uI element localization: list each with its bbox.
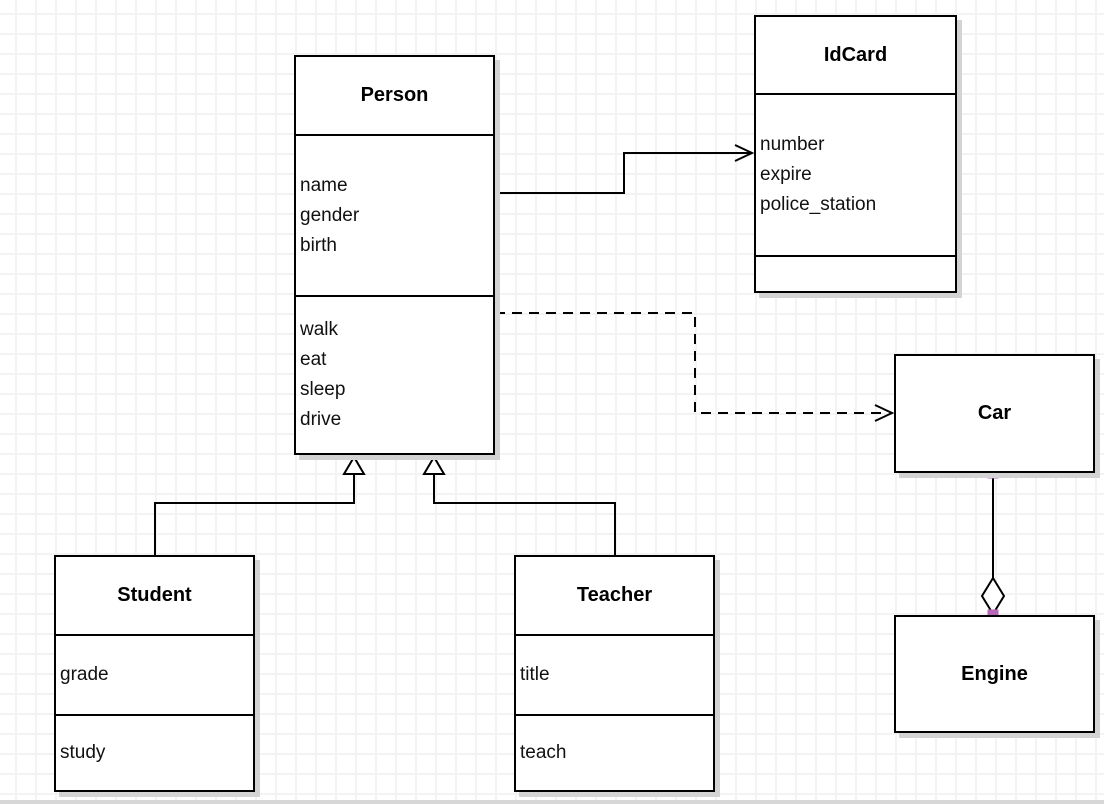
open-arrow-icon: [874, 404, 895, 422]
method: study: [60, 742, 106, 763]
generalization-teacher-person[interactable]: [422, 455, 616, 556]
class-car-title: Car: [977, 402, 1012, 424]
class-engine-title: Engine: [961, 662, 1028, 685]
class-idcard-attributes: number expire police_station: [756, 93, 955, 255]
class-student[interactable]: Student grade study: [54, 555, 255, 792]
aggregation-car-engine[interactable]: [980, 467, 1006, 621]
hollow-triangle-icon: [342, 455, 366, 475]
generalization-student-person[interactable]: [154, 455, 366, 556]
class-teacher-attributes: title: [516, 634, 713, 714]
attribute: number: [760, 134, 825, 155]
attribute: title: [520, 664, 550, 685]
class-student-methods: study: [56, 714, 253, 790]
class-student-title: Student: [117, 584, 192, 606]
attribute: birth: [300, 234, 337, 256]
class-teacher-methods: teach: [516, 714, 713, 790]
association-line[interactable]: [495, 152, 750, 194]
class-engine[interactable]: Engine: [894, 615, 1095, 733]
hollow-diamond-icon: [980, 576, 1006, 616]
class-teacher-title: Teacher: [576, 584, 653, 606]
attribute: gender: [300, 204, 360, 226]
endpoint-handle[interactable]: [987, 467, 999, 479]
class-idcard[interactable]: IdCard number expire police_station: [754, 15, 957, 293]
dependency-person-car[interactable]: [495, 312, 895, 422]
class-person-methods: walk eat sleep drive: [296, 295, 493, 453]
association-person-idcard[interactable]: [495, 144, 755, 194]
attribute: expire: [760, 164, 812, 185]
method: walk: [300, 319, 339, 340]
canvas-edge: [0, 800, 1104, 804]
class-idcard-methods: [756, 255, 955, 291]
class-idcard-title: IdCard: [823, 43, 888, 66]
class-person-title: Person: [360, 84, 429, 106]
method: teach: [520, 742, 567, 763]
class-teacher[interactable]: Teacher title teach: [514, 555, 715, 792]
hollow-triangle-icon: [422, 455, 446, 475]
open-arrow-icon: [734, 144, 755, 162]
class-student-attributes: grade: [56, 634, 253, 714]
method: drive: [300, 409, 342, 430]
method: eat: [300, 349, 327, 370]
method: sleep: [300, 379, 346, 400]
dependency-line[interactable]: [495, 312, 885, 414]
generalization-line[interactable]: [433, 474, 616, 556]
attribute: name: [300, 174, 348, 196]
class-person[interactable]: Person name gender birth walk eat sleep …: [294, 55, 495, 455]
attribute: grade: [60, 664, 109, 685]
attribute: police_station: [760, 194, 877, 215]
class-car[interactable]: Car: [894, 354, 1095, 473]
generalization-line[interactable]: [154, 474, 355, 556]
class-person-attributes: name gender birth: [296, 134, 493, 295]
